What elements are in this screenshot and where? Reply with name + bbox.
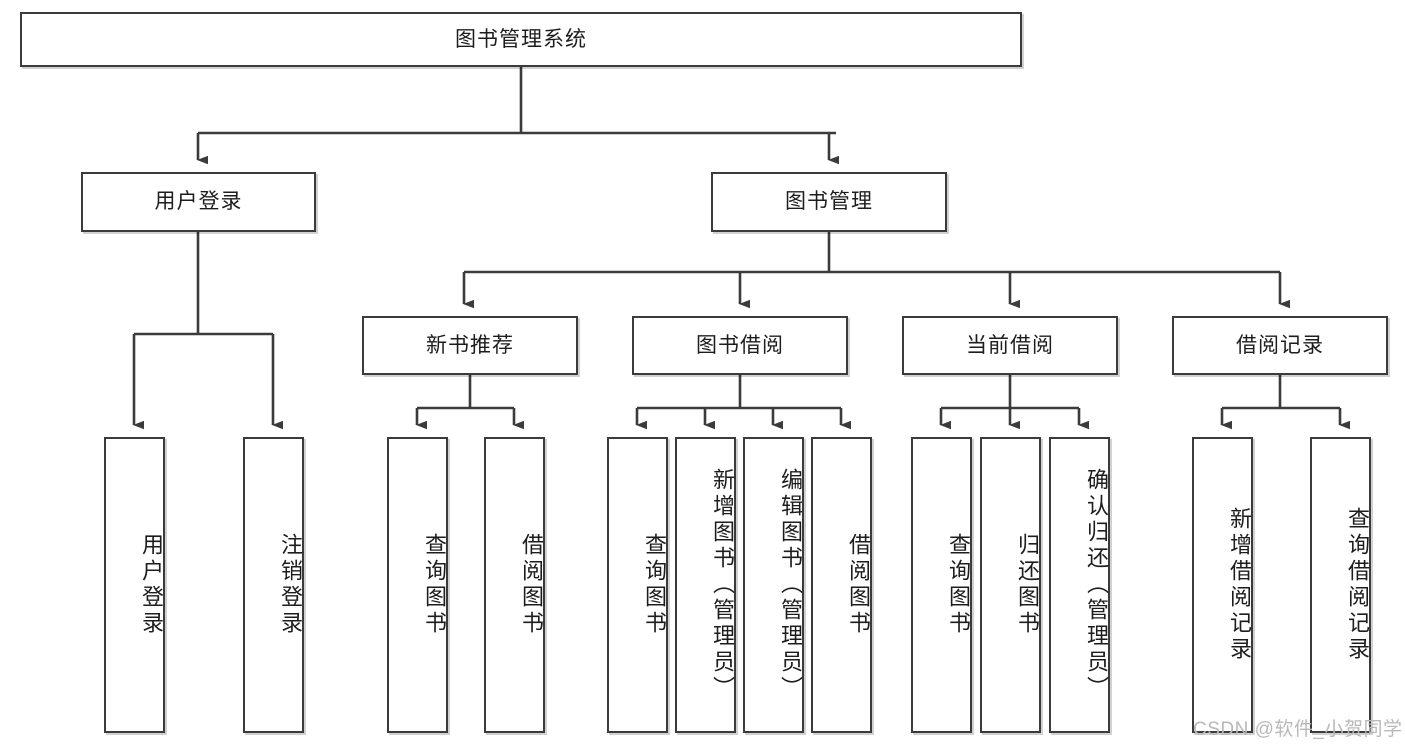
leaf-query-record-label: 查询借阅记录	[1345, 507, 1370, 663]
node-user-login[interactable]: 用户登录	[81, 172, 316, 232]
node-borrow-record-label: 借阅记录	[1236, 333, 1324, 357]
node-book-borrow[interactable]: 图书借阅	[632, 316, 848, 375]
leaf-return-book-label: 归还图书	[1015, 533, 1040, 637]
leaf-confirm-return-label: 确认归还（管理员）	[1084, 468, 1109, 702]
node-current-borrow-label: 当前借阅	[966, 333, 1054, 357]
leaf-add-book-label: 新增图书（管理员）	[710, 468, 735, 702]
watermark-text: CSDN @软件_小贺同学	[1193, 719, 1403, 740]
node-root-label: 图书管理系统	[455, 27, 587, 51]
leaf-user-logout[interactable]: 注销登录	[243, 437, 304, 733]
node-user-login-label: 用户登录	[154, 190, 243, 214]
node-new-book-recommend-label: 新书推荐	[426, 333, 514, 357]
leaf-edit-book-label: 编辑图书（管理员）	[778, 468, 803, 702]
node-book-manage-label: 图书管理	[785, 190, 873, 214]
leaf-add-record-label: 新增借阅记录	[1227, 507, 1252, 663]
leaf-borrow-book-2[interactable]: 借阅图书	[811, 437, 872, 733]
leaf-user-logout-label: 注销登录	[278, 533, 303, 637]
leaf-query-record[interactable]: 查询借阅记录	[1310, 437, 1371, 733]
leaf-query-book-3[interactable]: 查询图书	[911, 437, 972, 733]
leaf-user-login[interactable]: 用户登录	[104, 437, 165, 733]
node-new-book-recommend[interactable]: 新书推荐	[362, 316, 578, 375]
leaf-query-book-2-label: 查询图书	[642, 533, 667, 637]
leaf-query-book-1[interactable]: 查询图书	[387, 437, 448, 733]
leaf-borrow-book-1[interactable]: 借阅图书	[484, 437, 545, 733]
node-book-borrow-label: 图书借阅	[696, 333, 784, 357]
leaf-query-book-3-label: 查询图书	[946, 533, 971, 637]
leaf-edit-book[interactable]: 编辑图书（管理员）	[743, 437, 804, 733]
node-book-manage[interactable]: 图书管理	[711, 172, 947, 232]
leaf-add-record[interactable]: 新增借阅记录	[1192, 437, 1253, 733]
leaf-return-book[interactable]: 归还图书	[980, 437, 1041, 733]
node-root[interactable]: 图书管理系统	[20, 12, 1022, 67]
leaf-borrow-book-1-label: 借阅图书	[519, 533, 544, 637]
leaf-borrow-book-2-label: 借阅图书	[846, 533, 871, 637]
leaf-add-book[interactable]: 新增图书（管理员）	[675, 437, 736, 733]
leaf-query-book-1-label: 查询图书	[422, 533, 447, 637]
leaf-confirm-return[interactable]: 确认归还（管理员）	[1049, 437, 1110, 733]
leaf-query-book-2[interactable]: 查询图书	[607, 437, 668, 733]
node-borrow-record[interactable]: 借阅记录	[1172, 316, 1388, 375]
node-current-borrow[interactable]: 当前借阅	[902, 316, 1118, 375]
leaf-user-login-label: 用户登录	[139, 533, 164, 637]
